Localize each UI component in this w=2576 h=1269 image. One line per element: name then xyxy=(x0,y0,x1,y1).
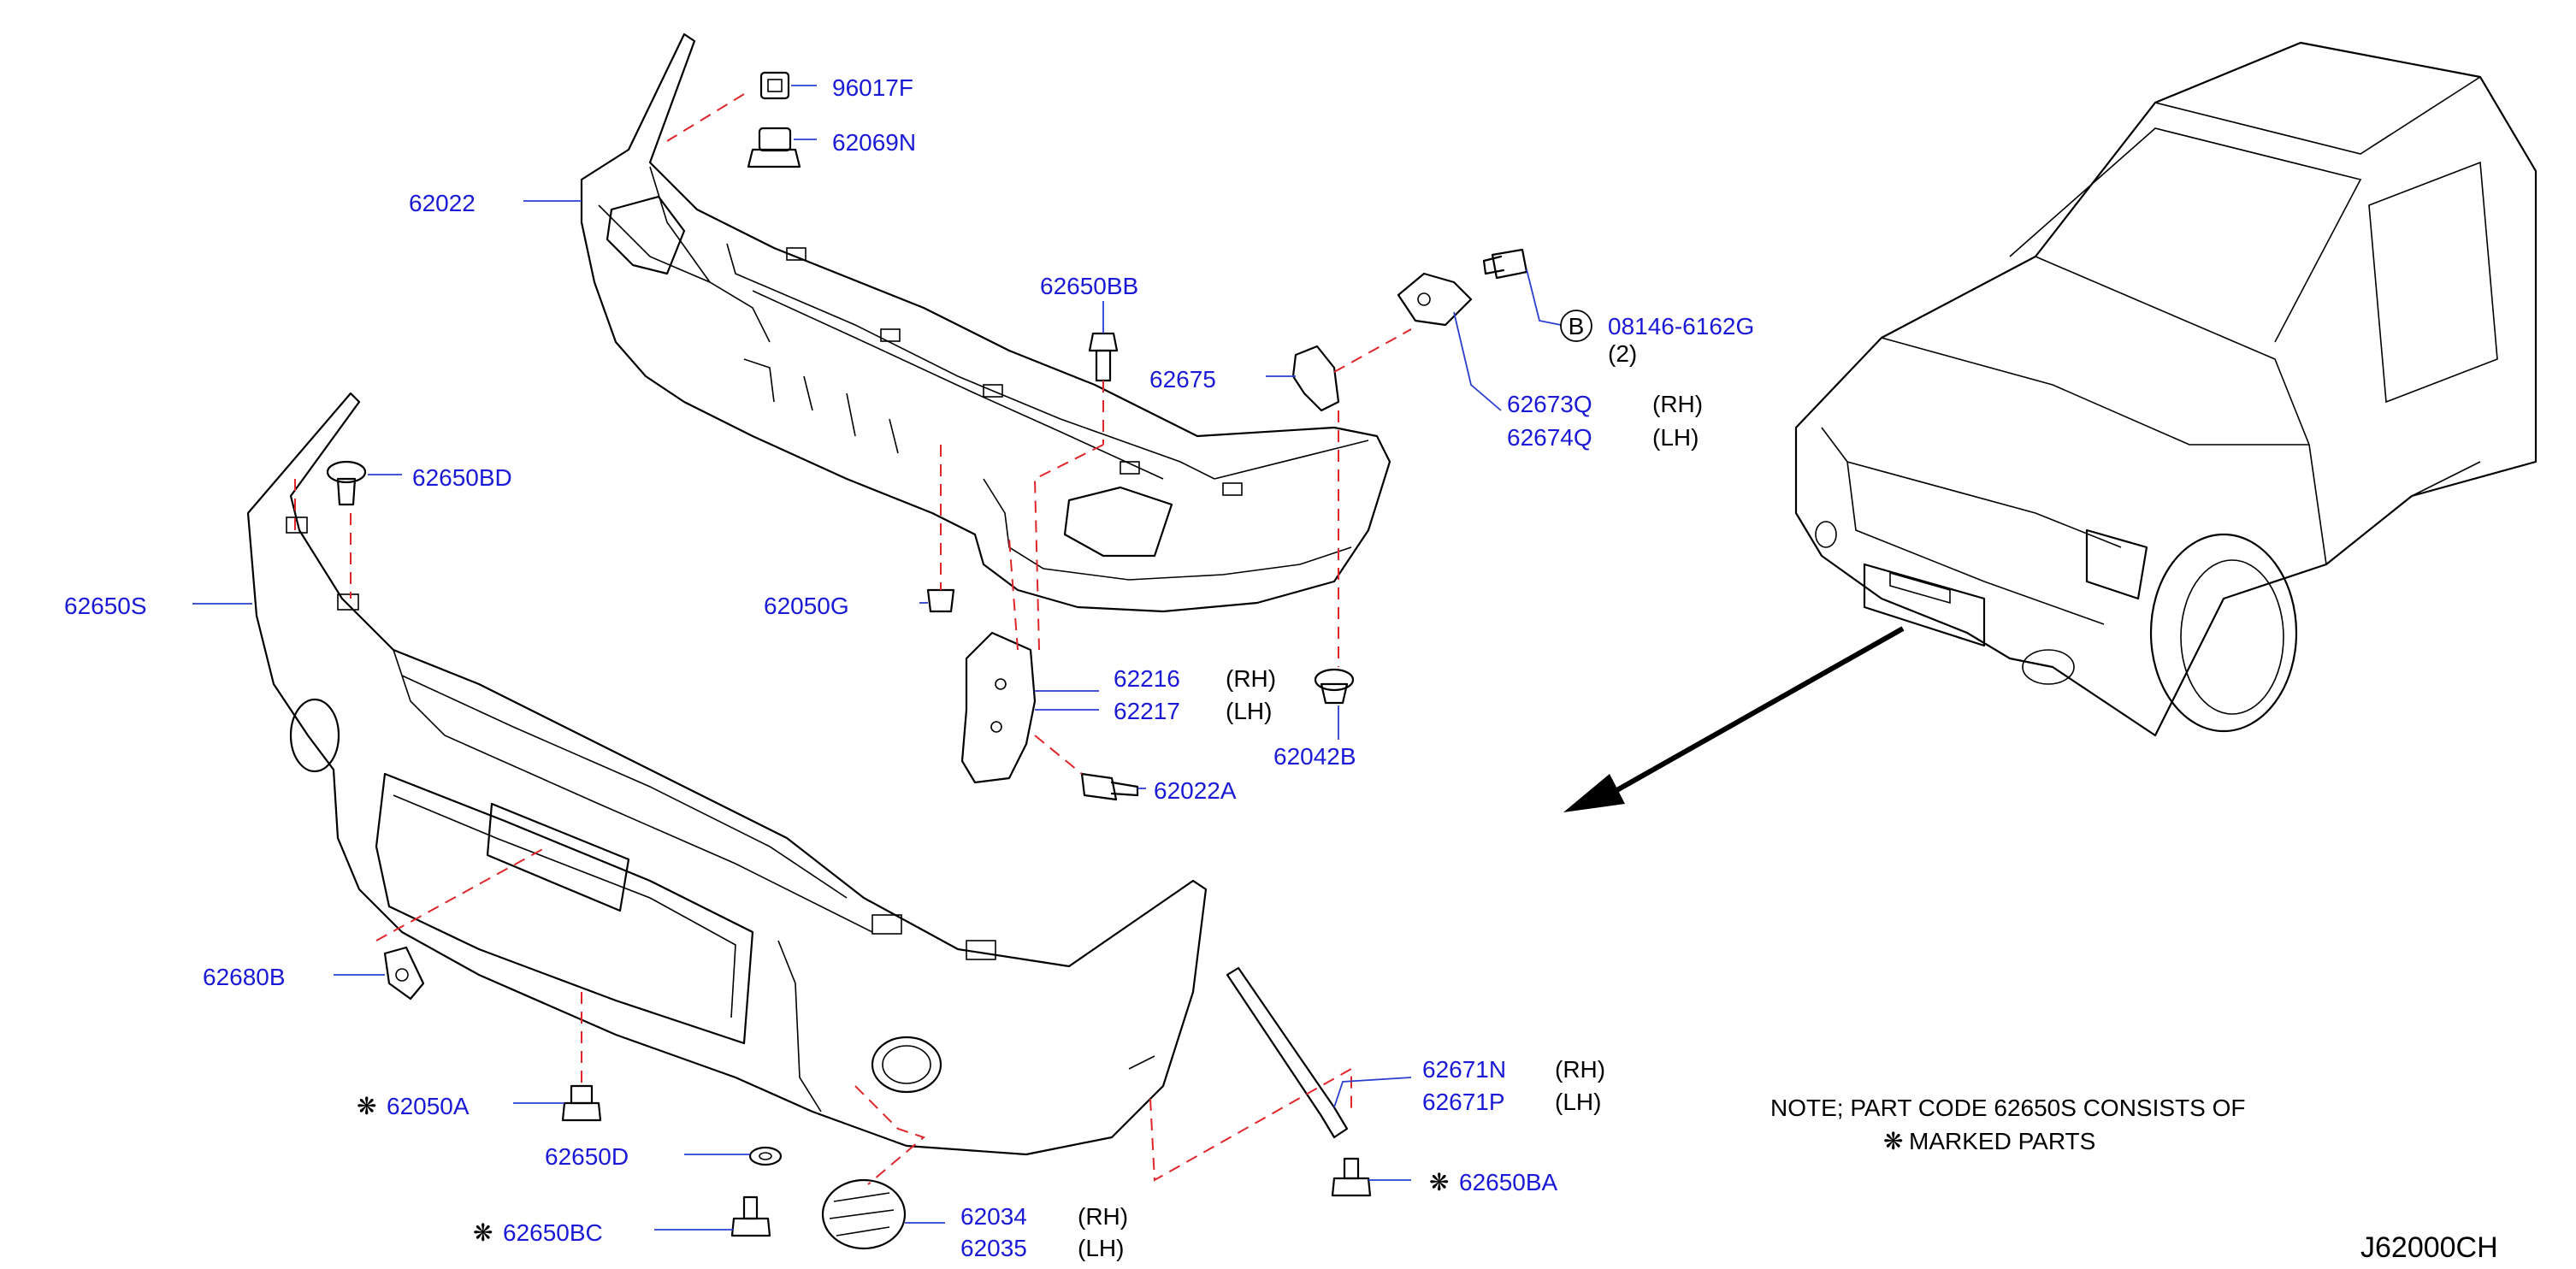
bolt-reference-circle xyxy=(1560,310,1592,342)
part-label-62022[interactable]: 62022 xyxy=(409,190,476,216)
leader-lines xyxy=(192,85,1562,1231)
parts-note: NOTE; PART CODE 62650S CONSISTS OF ❋ MAR… xyxy=(1770,1095,2246,1154)
part-label-62069N[interactable]: 62069N xyxy=(832,129,916,156)
part-label-62673Q[interactable]: 62673Q xyxy=(1507,391,1592,417)
quantity-label: (2) xyxy=(1608,340,1637,367)
note-line-1: NOTE; PART CODE 62650S CONSISTS OF xyxy=(1770,1095,2246,1121)
part-label-62022A[interactable]: 62022A xyxy=(1154,777,1237,804)
part-label-62050A[interactable]: 62050A xyxy=(387,1093,470,1119)
marked-symbol-62650BC: ❋ xyxy=(473,1219,493,1246)
part-label-62035[interactable]: 62035 xyxy=(960,1235,1027,1261)
lh-label-62035: (LH) xyxy=(1078,1235,1124,1261)
note-marked-symbol: ❋ xyxy=(1883,1128,1903,1154)
rh-label-62034: (RH) xyxy=(1078,1203,1128,1230)
note-line-2: MARKED PARTS xyxy=(1909,1128,2095,1154)
part-label-08146-6162G[interactable]: 08146-6162G xyxy=(1608,313,1754,339)
vehicle-sketch xyxy=(1794,41,2538,737)
side-labels: (2) (RH) (LH) (RH) (LH) (RH) (LH) (RH) (… xyxy=(1078,340,1703,1261)
part-label-62050G[interactable]: 62050G xyxy=(764,593,849,619)
part-label-62650BA[interactable]: 62650BA xyxy=(1459,1169,1558,1195)
marked-symbol-62650BA: ❋ xyxy=(1429,1169,1449,1195)
part-label-62671N[interactable]: 62671N xyxy=(1422,1056,1506,1083)
part-label-62674Q[interactable]: 62674Q xyxy=(1507,424,1592,451)
small-parts-drawing xyxy=(326,71,1528,1250)
part-label-62034[interactable]: 62034 xyxy=(960,1203,1027,1230)
rh-label-62673Q: (RH) xyxy=(1652,391,1703,417)
lh-label-62671P: (LH) xyxy=(1555,1089,1601,1115)
rh-label-62671N: (RH) xyxy=(1555,1056,1605,1083)
part-label-62650BC[interactable]: 62650BC xyxy=(503,1219,603,1246)
part-label-62650S[interactable]: 62650S xyxy=(64,593,147,619)
rh-label-62216: (RH) xyxy=(1226,665,1276,692)
marked-symbol-62050A: ❋ xyxy=(357,1093,376,1119)
part-label-62650D[interactable]: 62650D xyxy=(545,1143,629,1170)
part-label-62217[interactable]: 62217 xyxy=(1114,698,1180,724)
diagram-code: J62000CH xyxy=(2360,1231,2498,1264)
part-label-62216[interactable]: 62216 xyxy=(1114,665,1180,692)
bumper-fascia-drawing xyxy=(246,392,1208,1156)
bumper-reinforcement-drawing xyxy=(580,32,1391,613)
lh-label-62217: (LH) xyxy=(1226,698,1272,724)
bolt-reference-symbol: B xyxy=(1569,313,1585,339)
part-label-62042B[interactable]: 62042B xyxy=(1273,743,1356,770)
lh-label-62674Q: (LH) xyxy=(1652,424,1699,451)
part-label-62675[interactable]: 62675 xyxy=(1149,366,1216,393)
part-label-62650BB[interactable]: 62650BB xyxy=(1040,273,1138,299)
alignment-lines xyxy=(294,93,1412,1185)
part-label-62650BD[interactable]: 62650BD xyxy=(412,464,512,491)
part-label-62671P[interactable]: 62671P xyxy=(1422,1089,1505,1115)
part-label-96017F[interactable]: 96017F xyxy=(832,74,913,101)
part-label-62680B[interactable]: 62680B xyxy=(203,964,286,990)
marked-symbols: ❋ ❋ ❋ xyxy=(357,1093,1449,1246)
part-labels: 96017F 62069N 62022 62650BB 62675 08146-… xyxy=(64,74,1754,1261)
direction-arrow xyxy=(1563,626,1905,812)
